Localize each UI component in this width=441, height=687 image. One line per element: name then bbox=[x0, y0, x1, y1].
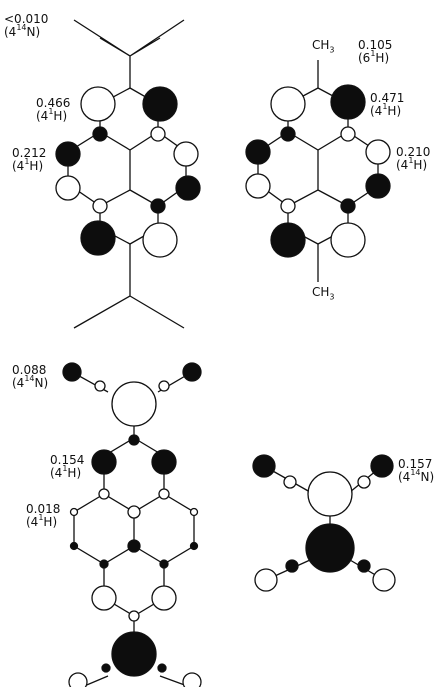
orbital-positive bbox=[357, 475, 371, 489]
orbital-positive bbox=[111, 381, 157, 427]
orbital-positive bbox=[151, 585, 177, 611]
h-coupling-label-2: 0.210 (41H) bbox=[396, 145, 431, 172]
orbital-negative bbox=[189, 541, 199, 551]
methyl-coupling-label: 0.105 (61H) bbox=[358, 38, 393, 65]
h-coupling-label-1: 0.154 (41H) bbox=[50, 453, 85, 480]
orbital-positive bbox=[128, 610, 140, 622]
orbital-negative bbox=[280, 126, 296, 142]
methyl-group-top: CH3 bbox=[312, 38, 335, 55]
orbital-positive bbox=[254, 568, 278, 592]
orbital-negative bbox=[111, 631, 157, 677]
molecule-bottom-right bbox=[252, 454, 396, 592]
orbital-negative bbox=[142, 86, 178, 122]
ring-bonds bbox=[73, 437, 195, 634]
orbital-negative bbox=[270, 222, 306, 258]
h-coupling-label-1: 0.466 (41H) bbox=[36, 96, 71, 123]
orbital-negative bbox=[330, 84, 366, 120]
orbital-positive bbox=[280, 198, 296, 214]
orbital-positive bbox=[330, 222, 366, 258]
n-coupling-label: 0.088 (414N) bbox=[12, 363, 49, 390]
orbital-negative bbox=[150, 198, 166, 214]
orbital-negative bbox=[159, 559, 169, 569]
orbital-positive bbox=[94, 380, 106, 392]
orbital-negative bbox=[182, 362, 202, 382]
orbital-positive bbox=[283, 475, 297, 489]
orbital-negative bbox=[357, 559, 371, 573]
ring-bonds bbox=[67, 87, 187, 245]
substituent-bonds-top bbox=[73, 19, 185, 88]
orbital-positive bbox=[182, 672, 202, 687]
orbital-negative bbox=[92, 126, 108, 142]
orbital-negative bbox=[80, 220, 116, 256]
orbital-negative bbox=[305, 523, 355, 573]
orbital-positive bbox=[68, 672, 88, 687]
orbital-negative bbox=[101, 663, 111, 673]
orbital-negative bbox=[55, 141, 81, 167]
h-coupling-label-2: 0.018 (41H) bbox=[26, 502, 61, 529]
orbital-positive bbox=[55, 175, 81, 201]
n-coupling-label: 0.157 (414N) bbox=[398, 457, 435, 484]
orbital-negative bbox=[91, 449, 117, 475]
orbital-negative bbox=[285, 559, 299, 573]
orbital-positive bbox=[365, 139, 391, 165]
orbital-negative bbox=[245, 139, 271, 165]
orbital-positive bbox=[158, 380, 170, 392]
orbital-positive bbox=[91, 585, 117, 611]
orbital-negative bbox=[340, 198, 356, 214]
orbital-positive bbox=[98, 488, 110, 500]
orbital-negative bbox=[151, 449, 177, 475]
orbital-positive bbox=[245, 173, 271, 199]
molecule-bottom-left bbox=[62, 362, 202, 687]
molecule-top-left bbox=[55, 19, 201, 329]
orbital-positive bbox=[69, 507, 79, 517]
orbital-positive bbox=[173, 141, 199, 167]
n-coupling-label: <0.010 (414N) bbox=[4, 12, 49, 39]
orbital-negative bbox=[175, 175, 201, 201]
molecule-top-right bbox=[245, 60, 391, 282]
orbital-negative bbox=[62, 362, 82, 382]
h-coupling-label-2: 0.212 (41H) bbox=[12, 146, 47, 173]
methyl-group-bottom: CH3 bbox=[312, 285, 335, 302]
orbital-positive bbox=[307, 471, 353, 517]
ring-bonds bbox=[257, 87, 379, 245]
orbital-positive bbox=[127, 505, 141, 519]
orbital-negative bbox=[365, 173, 391, 199]
orbital-positive bbox=[340, 126, 356, 142]
orbital-positive bbox=[372, 568, 396, 592]
orbital-positive bbox=[80, 86, 116, 122]
orbital-positive bbox=[158, 488, 170, 500]
h-coupling-label-1: 0.471 (41H) bbox=[370, 91, 405, 118]
orbital-positive bbox=[189, 507, 199, 517]
orbital-positive bbox=[150, 126, 166, 142]
orbital-positive bbox=[270, 86, 306, 122]
orbital-positive bbox=[92, 198, 108, 214]
orbital-negative bbox=[370, 454, 394, 478]
orbital-negative bbox=[127, 539, 141, 553]
orbital-negative bbox=[252, 454, 276, 478]
orbital-positive bbox=[142, 222, 178, 258]
substituent-bonds-bottom bbox=[73, 244, 185, 329]
orbital-negative bbox=[69, 541, 79, 551]
orbital-negative bbox=[157, 663, 167, 673]
orbital-negative bbox=[128, 434, 140, 446]
orbital-negative bbox=[99, 559, 109, 569]
bottom-substituent-bonds bbox=[81, 675, 191, 687]
